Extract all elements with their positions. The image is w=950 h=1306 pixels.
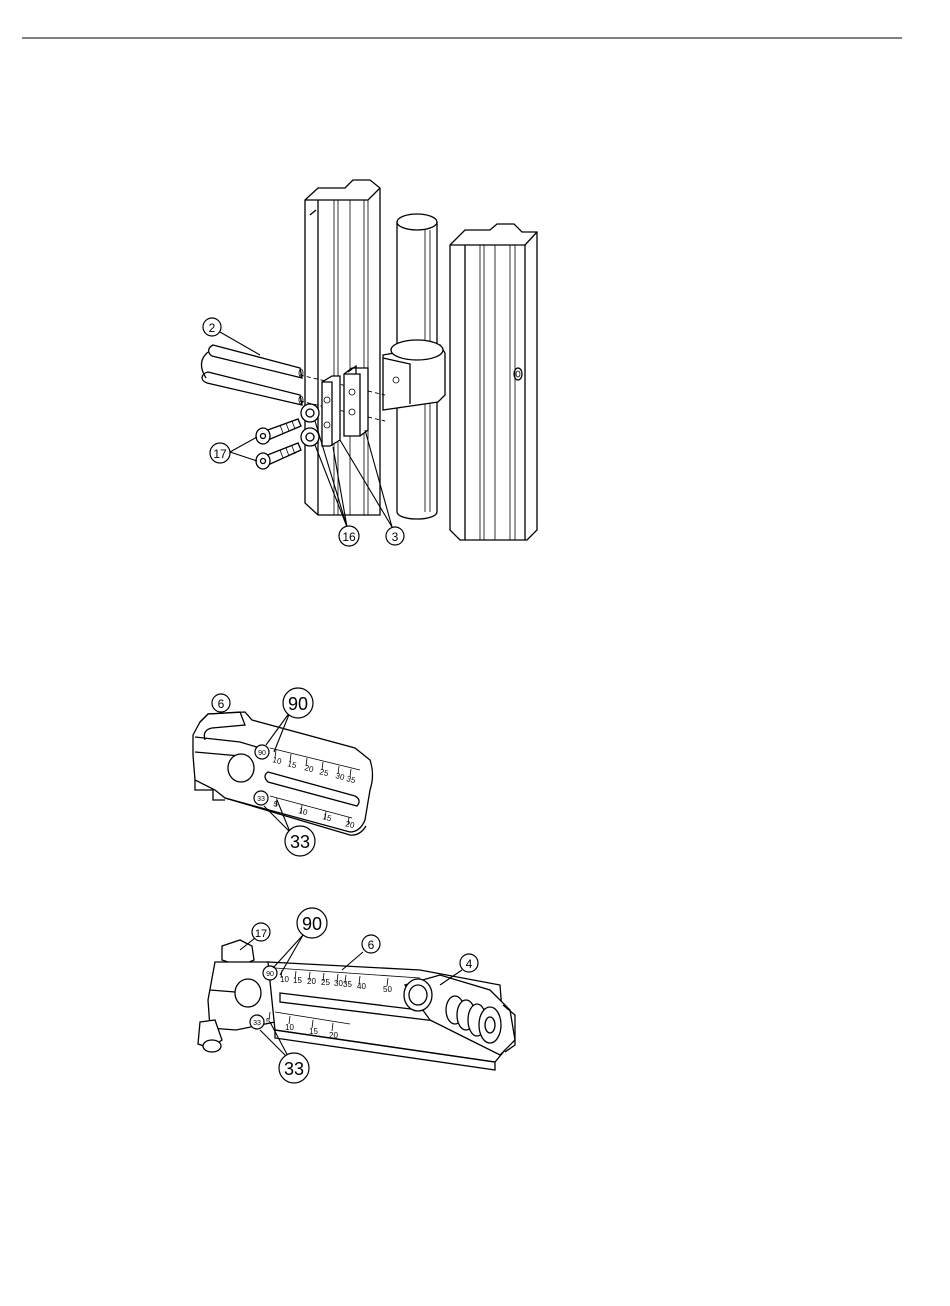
callout-33-label: 33 xyxy=(290,832,310,852)
clamp-block-front xyxy=(322,376,340,446)
scale-bar-bottom-label-3: 15 xyxy=(309,1027,318,1036)
callout-3-label: 3 xyxy=(392,530,399,544)
screw-lower xyxy=(256,443,301,469)
scale-bar-top-label-6: 35 xyxy=(343,980,352,989)
scale-bar-top-label-7: 40 xyxy=(357,982,366,991)
mark-33-engraved-label: 33 xyxy=(257,796,265,803)
figure-3-scale-with-damper: 10 15 20 25 30 35 40 50 5 10 15 20 90 33… xyxy=(198,908,515,1083)
mark-33-engraved-f3-label: 33 xyxy=(253,1020,261,1027)
mark-90-engraved-f3-label: 90 xyxy=(266,971,274,978)
tube-clamp xyxy=(383,340,445,410)
scale-bar-bottom-label-4: 20 xyxy=(329,1031,338,1040)
scale-bar-top-label-4: 25 xyxy=(321,978,330,987)
callout-2-label: 2 xyxy=(209,321,216,335)
scale-bar-top-label-1: 10 xyxy=(280,975,289,984)
washer-upper xyxy=(301,404,319,422)
callout-90-f3-label: 90 xyxy=(302,914,322,934)
callout-6-f3-label: 6 xyxy=(368,938,375,952)
callout-33-f3-label: 33 xyxy=(284,1059,304,1079)
figure-1-mounting-assembly: 2 17 16 3 xyxy=(201,180,537,546)
callout-4-label: 4 xyxy=(466,957,473,971)
right-profile-rail xyxy=(450,224,537,540)
scale-bar-bottom-label-1: 5 xyxy=(266,1017,271,1026)
scale-bar-top-label-2: 15 xyxy=(293,976,302,985)
figure-2-adjustment-scale: 10 15 20 25 30 35 5 10 15 20 90 33 6 90 … xyxy=(193,688,373,856)
left-profile-rail xyxy=(305,180,380,515)
washer-lower xyxy=(301,428,319,446)
callout-17-f3-label: 17 xyxy=(255,928,267,940)
screw-upper xyxy=(256,419,301,444)
callout-90-label: 90 xyxy=(288,694,308,714)
mark-90-engraved-label: 90 xyxy=(258,750,266,757)
clamp-block-rear xyxy=(344,366,368,436)
callout-17-label: 17 xyxy=(213,447,227,461)
scale-bar-top-label-8: 50 xyxy=(383,985,392,994)
clamp-head xyxy=(198,940,275,1052)
callout-16-label: 16 xyxy=(342,530,356,544)
scale-bar-top-label-3: 20 xyxy=(307,977,316,986)
scale-bar-bottom-label-2: 10 xyxy=(285,1023,294,1032)
mounting-rod xyxy=(201,345,303,405)
callout-6-label: 6 xyxy=(218,697,225,711)
